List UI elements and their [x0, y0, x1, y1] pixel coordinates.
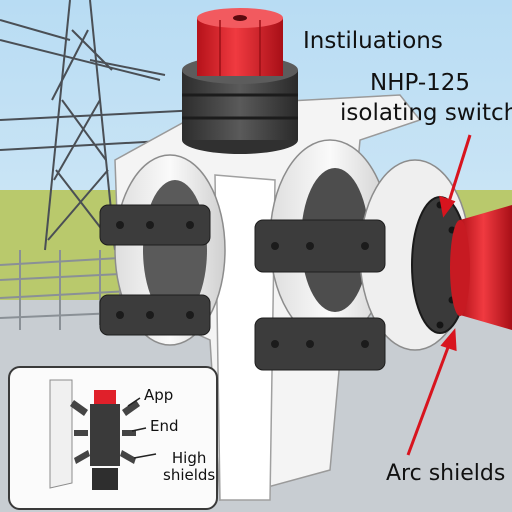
inset-stack: [90, 404, 120, 466]
subtitle-label: isolating switch: [340, 100, 512, 126]
inset-frame: [49, 379, 73, 489]
detail-inset: App End High shields: [8, 366, 218, 510]
contact-arms: [99, 204, 386, 371]
inset-label-app: App: [144, 386, 174, 404]
model-label: NHP-125: [370, 70, 471, 96]
insulations-label: Instiluations: [303, 28, 443, 54]
red-cone-face: [450, 220, 470, 316]
red-cone-insulator: [460, 205, 512, 330]
inset-label-high: High: [171, 449, 207, 467]
inset-label-shields: shields: [163, 466, 216, 484]
inset-label-high-shields: High shields: [163, 450, 215, 484]
inset-diagram: [49, 379, 157, 490]
inset-red-cap: [94, 390, 116, 404]
inset-lower-stack: [92, 468, 118, 490]
inset-shields: [70, 400, 140, 464]
pointer-arrows: [406, 134, 472, 456]
red-insulator-hole: [233, 15, 247, 21]
inset-label-end: End: [150, 417, 179, 435]
arm-bolts: [116, 221, 369, 348]
arc-shields-label: Arc shields: [386, 461, 506, 486]
inset-arrows: [127, 397, 157, 459]
